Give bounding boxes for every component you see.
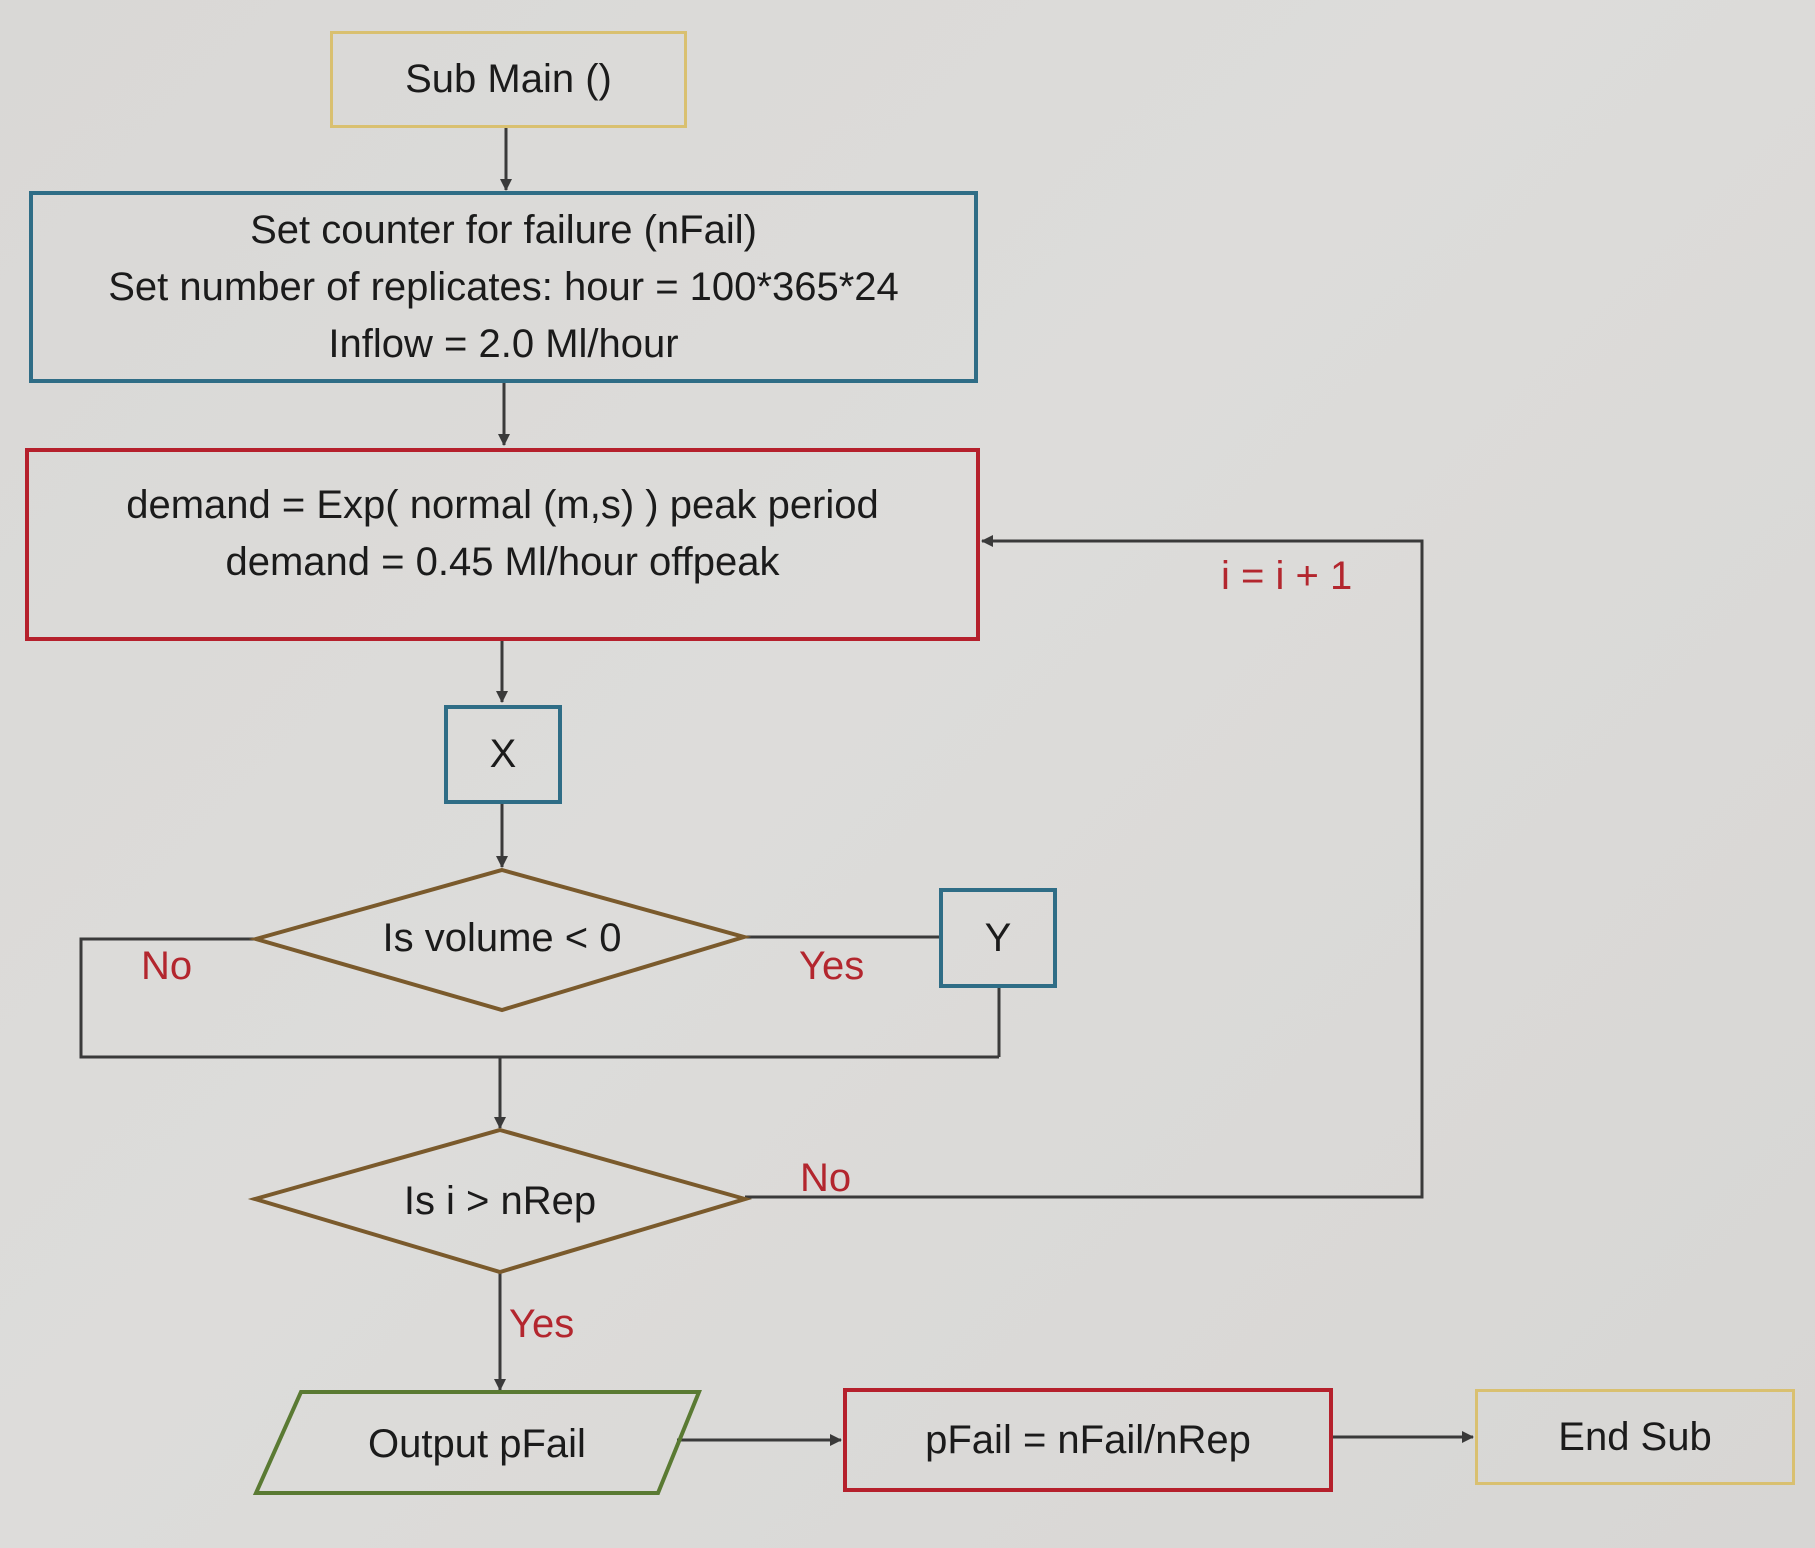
y-box: Y [939,888,1057,988]
demand-box: demand = Exp( normal (m,s) ) peak period… [25,448,980,641]
y-label: Y [984,915,1012,960]
init-line-2: Set number of replicates: hour = 100*365… [108,264,899,309]
x-box: X [444,705,562,804]
end-label: End Sub [1558,1414,1712,1459]
end-box: End Sub [1475,1389,1795,1485]
init-box: Set counter for failure (nFail) Set numb… [29,191,978,383]
label-no-left: No [141,944,193,988]
init-line-3: Inflow = 2.0 Ml/hour [328,321,679,366]
decision-volume-shape [248,867,752,1013]
decision-rep-label: Is i > nRep [403,1179,597,1223]
demand-line-1: demand = Exp( normal (m,s) ) peak period [126,482,879,527]
label-loop-increment: i = i + 1 [1221,554,1353,598]
output-shape [252,1390,702,1495]
start-box: Sub Main () [330,31,687,128]
label-yes-right: Yes [799,944,865,988]
connector-volume-no-branch [79,937,999,1059]
calc-box: pFail = nFail/nRep [843,1388,1333,1492]
label-yes-down: Yes [509,1302,575,1346]
output-label: Output pFail [368,1422,586,1466]
init-line-1: Set counter for failure (nFail) [250,207,757,252]
connector-loop-back [745,535,1424,1199]
decision-volume-label: Is volume < 0 [382,916,622,960]
decision-rep-shape [247,1127,753,1275]
calc-label: pFail = nFail/nRep [925,1417,1251,1462]
x-label: X [489,732,517,776]
label-no-loop: No [800,1156,852,1200]
start-label: Sub Main () [405,57,612,101]
demand-line-2: demand = 0.45 Ml/hour offpeak [225,539,780,584]
